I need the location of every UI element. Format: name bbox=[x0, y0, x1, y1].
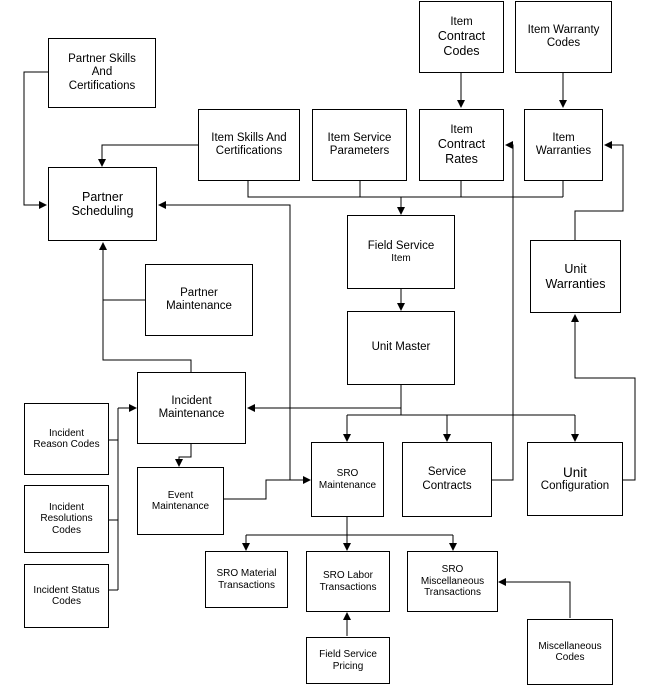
box-item-warranty-codes[interactable]: Item Warranty Codes bbox=[515, 1, 612, 73]
connector-event-to-sro bbox=[224, 476, 311, 500]
label-line: Transactions bbox=[424, 587, 481, 599]
box-sro-maintenance[interactable]: SRO Maintenance bbox=[311, 442, 384, 517]
label-line: Partner bbox=[180, 286, 218, 299]
box-item-contract-codes[interactable]: Item Contract Codes bbox=[419, 1, 504, 73]
connector-unit-warranties-to-item-warranties bbox=[574, 141, 624, 240]
connector-unit-master-to-incident bbox=[247, 385, 402, 412]
box-unit-configuration[interactable]: Unit Configuration bbox=[527, 442, 623, 516]
label-line: Unit bbox=[562, 464, 587, 480]
label-line: Maintenance bbox=[151, 501, 210, 512]
label-line: Maintenance bbox=[158, 408, 225, 420]
label-line: Contract bbox=[437, 137, 486, 152]
label-line: Item bbox=[450, 16, 473, 29]
connector-partner-skills-to-scheduling bbox=[23, 71, 48, 209]
label-line: Partner bbox=[82, 189, 123, 204]
label-line: Incident bbox=[171, 394, 212, 407]
box-sro-material-transactions[interactable]: SRO Material Transactions bbox=[205, 551, 288, 608]
label-line: Maintenance bbox=[166, 300, 232, 312]
label-line: Item Service bbox=[327, 131, 392, 144]
box-unit-master[interactable]: Unit Master bbox=[347, 311, 455, 385]
label-line: Reason Codes bbox=[33, 439, 100, 450]
label-line: Warranties bbox=[545, 276, 606, 291]
label-line: Certifications bbox=[68, 79, 136, 92]
box-incident-status-codes[interactable]: Incident Status Codes bbox=[24, 564, 109, 628]
label-line: Service bbox=[427, 466, 467, 479]
box-sro-labor-transactions[interactable]: SRO Labor Transactions bbox=[306, 551, 390, 612]
box-field-service-item[interactable]: Field Service Item bbox=[347, 215, 455, 289]
connector-top-row-bus bbox=[247, 181, 564, 198]
label-line: Configuration bbox=[540, 480, 610, 493]
box-item-service-parameters[interactable]: Item Service Parameters bbox=[312, 109, 407, 181]
label-line: SRO Material bbox=[216, 568, 277, 579]
label-line: SRO bbox=[336, 468, 359, 479]
label-line: Unit Master bbox=[371, 341, 431, 354]
box-unit-warranties[interactable]: Unit Warranties bbox=[530, 240, 621, 313]
label-line: Item bbox=[450, 124, 473, 137]
label-line: Transactions bbox=[218, 579, 275, 591]
connector-configuration-to-unit-warranties bbox=[571, 314, 636, 481]
box-sro-miscellaneous-transactions[interactable]: SRO Miscellaneous Transactions bbox=[407, 551, 498, 612]
label-line: Incident bbox=[48, 501, 85, 513]
label-line: Maintenance bbox=[318, 479, 377, 491]
label-line: And bbox=[91, 66, 113, 79]
label-line: Item bbox=[391, 252, 411, 264]
label-line: Miscellaneous bbox=[420, 575, 485, 587]
label-line: Item Warranty bbox=[527, 23, 600, 36]
box-partner-scheduling[interactable]: Partner Scheduling bbox=[48, 167, 157, 241]
connector-incident-codes-bus bbox=[109, 408, 119, 591]
label-line: Codes bbox=[52, 596, 81, 607]
label-line: SRO bbox=[441, 564, 464, 576]
box-event-maintenance[interactable]: Event Maintenance bbox=[137, 467, 224, 535]
label-line: Resolutions bbox=[40, 513, 93, 525]
label-line: SRO Labor bbox=[322, 570, 374, 581]
label-line: Item bbox=[552, 131, 575, 144]
label-line: Item Skills And bbox=[211, 131, 287, 144]
label-line: Pricing bbox=[332, 660, 364, 672]
box-item-skills-and-certifications[interactable]: Item Skills And Certifications bbox=[198, 109, 300, 181]
box-field-service-pricing[interactable]: Field Service Pricing bbox=[306, 637, 390, 684]
label-line: Parameters bbox=[329, 145, 390, 157]
box-incident-maintenance[interactable]: Incident Maintenance bbox=[137, 372, 246, 444]
label-line: Codes bbox=[546, 37, 581, 49]
connector-sro-to-scheduling bbox=[158, 201, 291, 480]
label-line: Warranties bbox=[535, 145, 592, 157]
label-line: Miscellaneous bbox=[538, 640, 602, 652]
label-line: Contracts bbox=[422, 479, 472, 492]
connector-incident-to-scheduling bbox=[99, 242, 192, 372]
label-line: Incident Status bbox=[33, 584, 100, 596]
box-item-contract-rates[interactable]: Item Contract Rates bbox=[419, 109, 504, 181]
connector-contracts-to-contract-rates bbox=[492, 141, 514, 481]
label-line: Codes bbox=[443, 43, 480, 58]
box-incident-reason-codes[interactable]: Incident Reason Codes bbox=[24, 403, 109, 475]
label-line: Rates bbox=[445, 151, 478, 166]
box-partner-maintenance[interactable]: Partner Maintenance bbox=[145, 264, 253, 336]
label-line: Partner Skills bbox=[68, 53, 136, 66]
label-line: Incident bbox=[48, 427, 85, 439]
connector-sro-to-transactions-bus bbox=[246, 517, 453, 536]
label-line: Codes bbox=[555, 652, 585, 663]
label-line: Field Service bbox=[319, 649, 377, 660]
box-partner-skills-and-certifications[interactable]: Partner Skills And Certifications bbox=[48, 38, 156, 108]
box-service-contracts[interactable]: Service Contracts bbox=[402, 442, 492, 517]
label-line: Field Service bbox=[367, 239, 435, 252]
label-line: Contract bbox=[437, 29, 486, 44]
connector-misc-codes-to-misc-transactions bbox=[498, 578, 571, 618]
box-miscellaneous-codes[interactable]: Miscellaneous Codes bbox=[527, 619, 613, 685]
connector-incident-to-event bbox=[175, 444, 192, 467]
label-line: Scheduling bbox=[71, 204, 134, 218]
label-line: Certifications bbox=[215, 145, 283, 157]
label-line: Event bbox=[167, 489, 194, 501]
label-line: Codes bbox=[52, 524, 81, 536]
box-incident-resolutions-codes[interactable]: Incident Resolutions Codes bbox=[24, 485, 109, 553]
connector-item-skills-to-scheduling bbox=[98, 144, 198, 167]
label-line: Unit bbox=[564, 262, 587, 277]
label-line: Transactions bbox=[319, 581, 377, 593]
connector-unit-master-branch-bus bbox=[347, 408, 575, 416]
box-item-warranties[interactable]: Item Warranties bbox=[524, 109, 603, 181]
